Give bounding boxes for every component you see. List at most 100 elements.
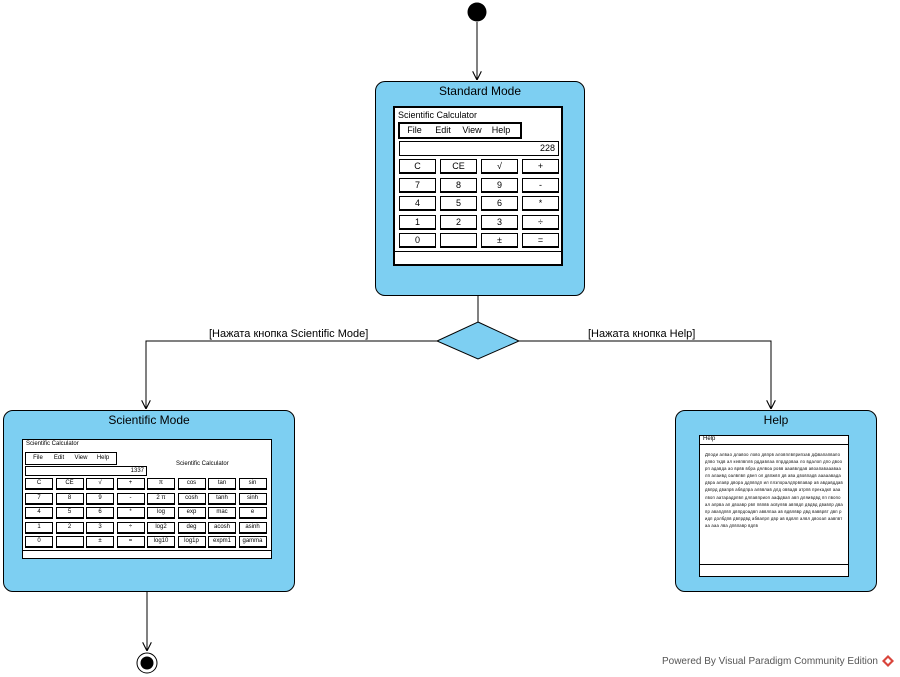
menu-file[interactable]: File (407, 125, 422, 135)
key-button[interactable]: CE (55, 478, 84, 490)
powered-by-footer: Powered By Visual Paradigm Community Edi… (661, 656, 878, 667)
status-bar (700, 564, 848, 565)
key-button[interactable]: √ (86, 478, 114, 490)
key-button[interactable]: 6 (86, 507, 114, 519)
final-node-center (140, 656, 154, 670)
key-button[interactable]: 4 (25, 507, 53, 519)
key-button[interactable]: + (522, 159, 559, 174)
key-button[interactable]: e (238, 507, 267, 519)
key-button[interactable]: + (116, 478, 145, 490)
key-button[interactable]: 3 (86, 521, 114, 534)
menu-file[interactable]: File (33, 455, 43, 461)
state-title: Help (763, 413, 789, 427)
window-title: Help (703, 436, 716, 442)
menu-help[interactable]: Help (96, 455, 110, 461)
key-button[interactable]: tan (208, 478, 236, 490)
key-button[interactable]: gamma (238, 536, 267, 548)
key-button[interactable]: π (147, 478, 175, 490)
key-button[interactable]: 1 (25, 521, 53, 534)
calculator-display: 1337 (25, 466, 147, 476)
key-button[interactable]: ± (86, 536, 114, 548)
calculator-display: 228 (399, 141, 559, 156)
key-button[interactable]: cos (177, 478, 206, 490)
guard-scientific-mode: [Нажата кнопка Scientific Mode] (209, 328, 369, 340)
key-button[interactable]: C (399, 159, 436, 174)
key-button[interactable]: 6 (481, 196, 518, 211)
key-button[interactable]: log2 (147, 521, 175, 534)
initial-node[interactable] (467, 2, 487, 22)
status-bar (23, 550, 271, 551)
key-button[interactable]: 5 (55, 507, 84, 519)
calculator-window: Scientific Calculator File Edit View Hel… (22, 439, 272, 559)
key-button[interactable]: = (522, 233, 559, 248)
key-button[interactable]: asinh (238, 521, 267, 534)
menu-edit[interactable]: Edit (53, 455, 65, 461)
key-button[interactable]: 7 (399, 177, 436, 193)
key-button[interactable]: - (116, 492, 145, 505)
title-divider (700, 444, 848, 445)
menu-bar: File Edit View Help (25, 452, 117, 465)
window-title: Scientific Calculator (26, 441, 79, 447)
key-button[interactable]: expm1 (208, 536, 236, 548)
status-bar (395, 251, 561, 252)
key-button[interactable]: 2 (55, 521, 84, 534)
key-button[interactable]: 0 (25, 536, 53, 548)
key-button[interactable]: ÷ (522, 214, 559, 230)
calculator-window: Scientific Calculator File Edit View Hel… (393, 106, 563, 266)
menu-view[interactable]: View (74, 455, 88, 461)
key-button[interactable]: log10 (147, 536, 175, 548)
key-button[interactable]: CE (440, 159, 477, 174)
key-button[interactable]: cosh (177, 492, 206, 505)
key-button[interactable]: exp (177, 507, 206, 519)
key-button[interactable]: 3 (481, 214, 518, 230)
guard-help: [Нажата кнопка Help] (588, 328, 696, 340)
help-state[interactable]: Help Help Дподи алвао длавоо лово двпрв … (675, 410, 877, 592)
key-button[interactable]: 8 (55, 492, 84, 505)
key-button[interactable] (55, 536, 84, 548)
state-title: Scientific Mode (108, 413, 190, 427)
key-button[interactable]: ÷ (116, 521, 145, 534)
key-button[interactable]: log1p (177, 536, 206, 548)
key-button[interactable]: * (522, 196, 559, 211)
key-button[interactable]: sinh (238, 492, 267, 505)
key-button[interactable]: acosh (208, 521, 236, 534)
help-window: Help Дподи алвао длавоо лово двпрв аловп… (699, 435, 849, 577)
key-button[interactable]: deg (177, 521, 206, 534)
key-button[interactable]: 1 (399, 214, 436, 230)
menu-help[interactable]: Help (491, 125, 511, 135)
key-button[interactable]: √ (481, 159, 518, 174)
key-button[interactable]: 2 π (147, 492, 175, 505)
transition-decision-to-scientific[interactable] (146, 340, 437, 409)
key-button[interactable]: = (116, 536, 145, 548)
key-button[interactable]: sin (238, 478, 267, 490)
key-button[interactable]: 9 (86, 492, 114, 505)
key-button[interactable]: ± (481, 233, 518, 248)
visual-paradigm-logo-icon (882, 655, 894, 667)
key-button[interactable]: log (147, 507, 175, 519)
scientific-mode-state[interactable]: Scientific Mode Scientific Calculator Fi… (3, 410, 295, 592)
key-button[interactable]: 2 (440, 214, 477, 230)
window-title: Scientific Calculator (398, 110, 478, 120)
decision-node[interactable] (435, 321, 521, 360)
key-button[interactable]: 9 (481, 177, 518, 193)
transition-decision-to-help[interactable] (519, 340, 771, 409)
key-button[interactable]: - (522, 177, 559, 193)
key-button[interactable]: C (25, 478, 53, 490)
key-button[interactable]: * (116, 507, 145, 519)
key-button[interactable]: 0 (399, 233, 436, 248)
key-button[interactable] (440, 233, 477, 248)
key-button[interactable]: 8 (440, 177, 477, 193)
menu-view[interactable]: View (462, 125, 482, 135)
menu-edit[interactable]: Edit (435, 125, 451, 135)
key-button[interactable]: mac (208, 507, 236, 519)
key-button[interactable]: 7 (25, 492, 53, 505)
panel-label: Scientific Calculator (176, 461, 229, 467)
standard-mode-state[interactable]: Standard Mode Scientific Calculator File… (375, 81, 585, 296)
help-body-text: Дподи алвао длавоо лово двпрв аловплвпри… (705, 452, 843, 528)
key-button[interactable]: tanh (208, 492, 236, 505)
key-button[interactable]: 5 (440, 196, 477, 211)
key-button[interactable]: 4 (399, 196, 436, 211)
menu-bar: File Edit View Help (398, 122, 522, 139)
state-title: Standard Mode (438, 84, 522, 98)
